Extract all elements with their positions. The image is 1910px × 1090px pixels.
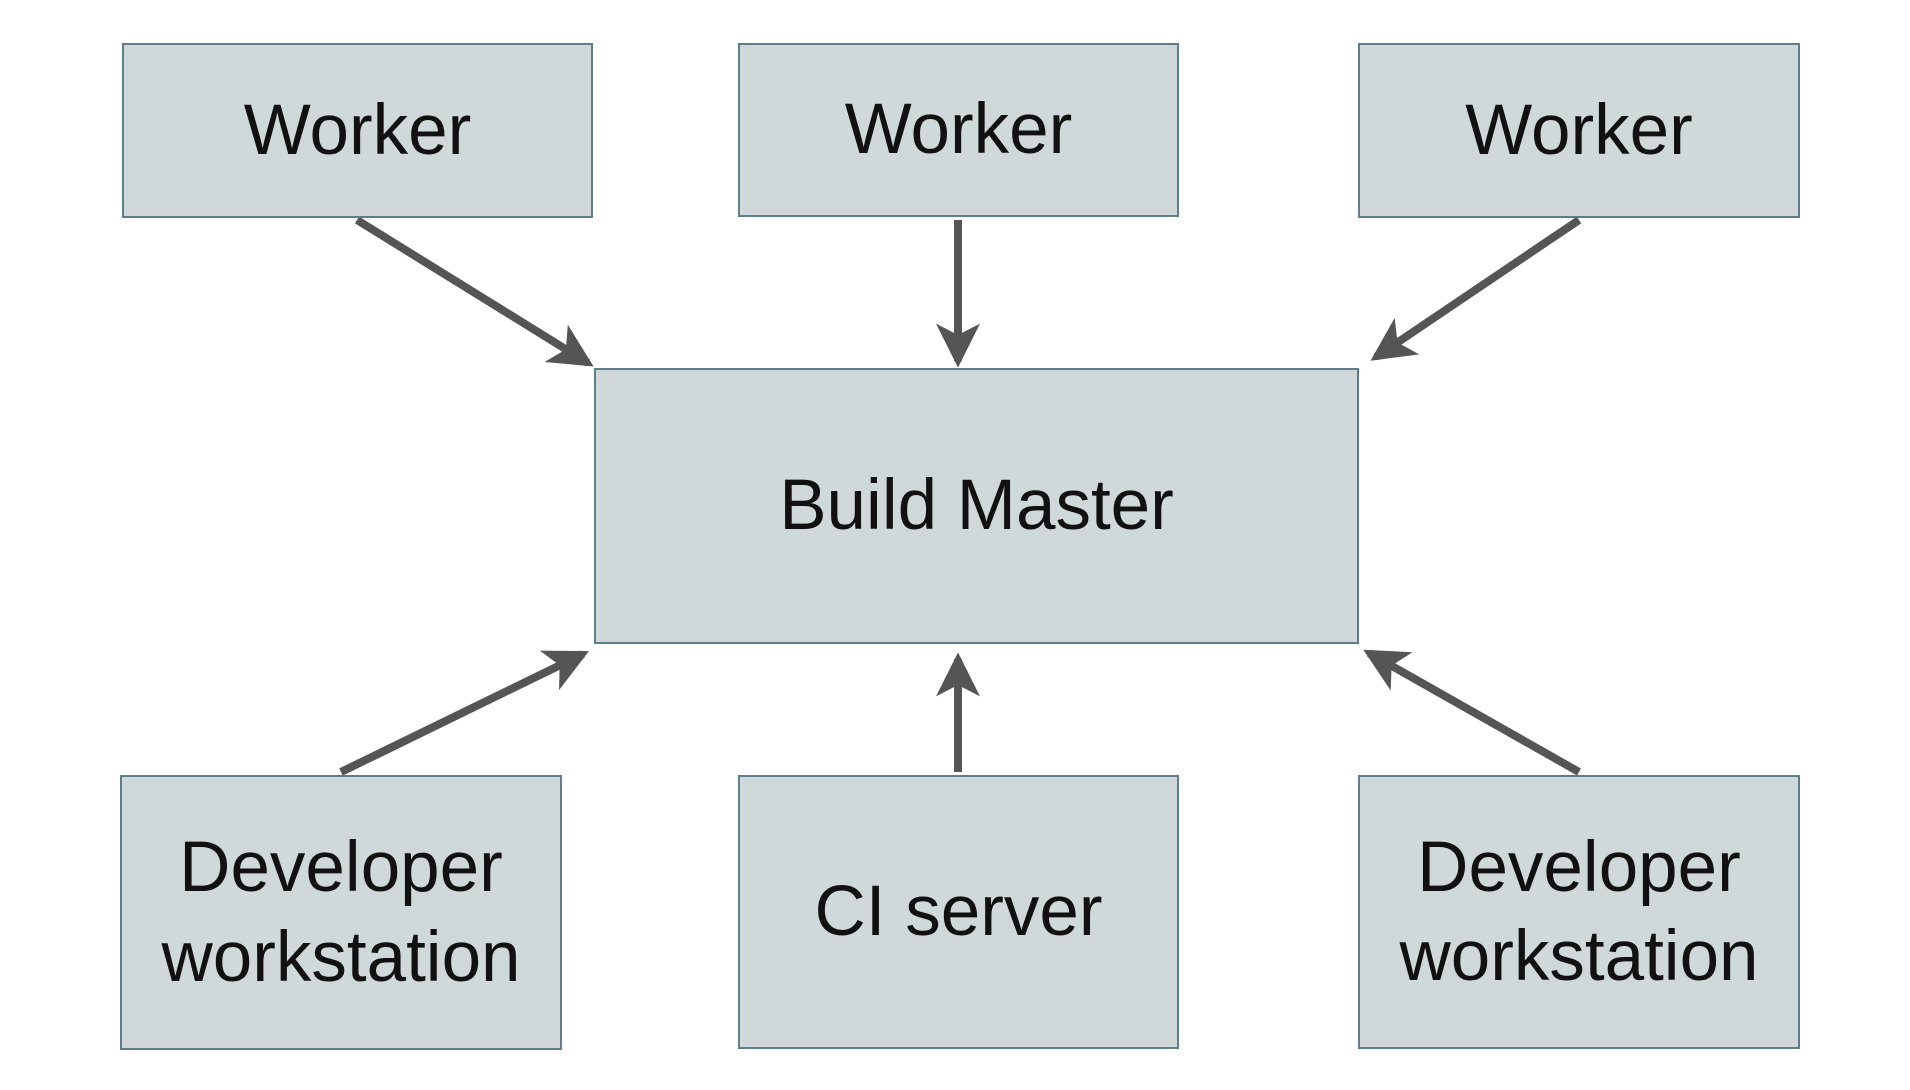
node-label-dev-workstation-left: Developer workstation (161, 828, 521, 997)
node-dev-workstation-right: Developer workstation (1358, 775, 1800, 1049)
arrow-worker-3-to-build-master (1370, 216, 1582, 361)
node-label-dev-workstation-right: Developer workstation (1399, 827, 1759, 996)
node-label-worker-1: Worker (243, 90, 472, 170)
node-worker-2: Worker (738, 43, 1179, 217)
node-label-build-master: Build Master (779, 466, 1174, 546)
node-label-worker-3: Worker (1465, 90, 1693, 170)
arrow-dev-workstation-right-to-build-master (1363, 649, 1581, 776)
node-ci-server: CI server (738, 775, 1179, 1049)
node-build-master: Build Master (594, 368, 1359, 644)
node-dev-workstation-left: Developer workstation (120, 775, 562, 1050)
node-label-ci-server: CI server (814, 872, 1103, 952)
node-worker-3: Worker (1358, 43, 1800, 218)
node-worker-1: Worker (122, 43, 593, 218)
arrow-worker-1-to-build-master (354, 216, 594, 367)
node-label-worker-2: Worker (844, 90, 1073, 170)
arrow-dev-workstation-left-to-build-master (339, 650, 589, 776)
